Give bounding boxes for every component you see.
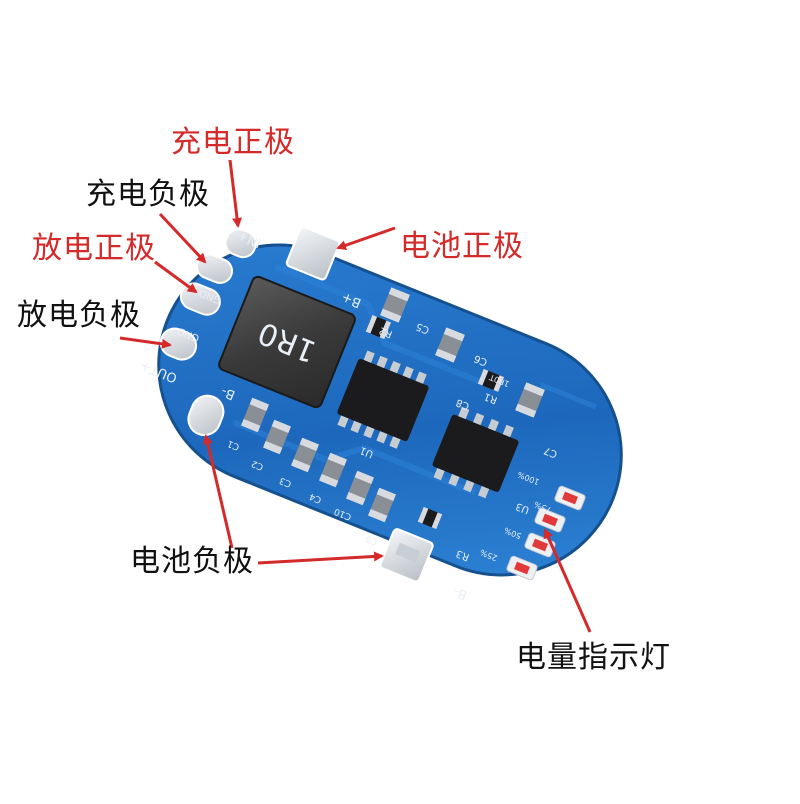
label-battery-positive: 电池正极 (400, 229, 524, 264)
chip-u1 (337, 350, 429, 449)
label-charge-negative: 充电负极 (86, 177, 210, 212)
silk-c1: C1 (226, 438, 241, 452)
silk-c8: C8 (455, 396, 472, 411)
silk-c2: C2 (250, 458, 265, 472)
arrow-charge-negative (158, 212, 207, 264)
silk-b-minus-bottom: B- (451, 583, 470, 602)
arrow-battery-negative-right (257, 551, 384, 565)
arrow-battery-negative-left (202, 434, 234, 549)
annotation-arrows (119, 159, 592, 633)
arrow-discharge-negative (119, 336, 172, 349)
inductor: 1R0 (218, 275, 356, 409)
silk-c6: C6 (473, 352, 490, 367)
battery-indicator-leds (506, 485, 586, 581)
silk-c4: C4 (308, 491, 323, 505)
silk-u1: U1 (358, 444, 375, 459)
silk-c9: C9 (364, 533, 379, 547)
silk-u3: U3 (514, 500, 531, 515)
silk-r2: R2 (378, 324, 394, 339)
silk-r3: R3 (455, 547, 471, 562)
silk-c7: C7 (543, 444, 560, 459)
label-discharge-negative: 放电负极 (17, 298, 141, 333)
label-discharge-positive: 放电正极 (32, 231, 156, 266)
silk-r1: R1 (483, 390, 499, 405)
chip-u3 (432, 406, 519, 499)
label-battery-negative: 电池负极 (130, 544, 254, 579)
label-charge-positive: 充电正极 (171, 125, 295, 160)
silk-b-plus: B+ (340, 289, 364, 310)
silk-c5: C5 (415, 320, 432, 335)
arrow-battery-indicator (543, 528, 592, 633)
arrow-discharge-positive (154, 260, 198, 294)
battery-negative-pad (379, 528, 434, 583)
battery-positive-pad (285, 226, 341, 281)
label-battery-indicator: 电量指示灯 (516, 640, 671, 675)
arrow-charge-positive (228, 159, 243, 228)
silk-b-minus-left: B- (219, 383, 238, 402)
arrow-battery-positive (336, 226, 396, 251)
silk-c3: C3 (278, 475, 293, 489)
smd-components (241, 287, 545, 530)
